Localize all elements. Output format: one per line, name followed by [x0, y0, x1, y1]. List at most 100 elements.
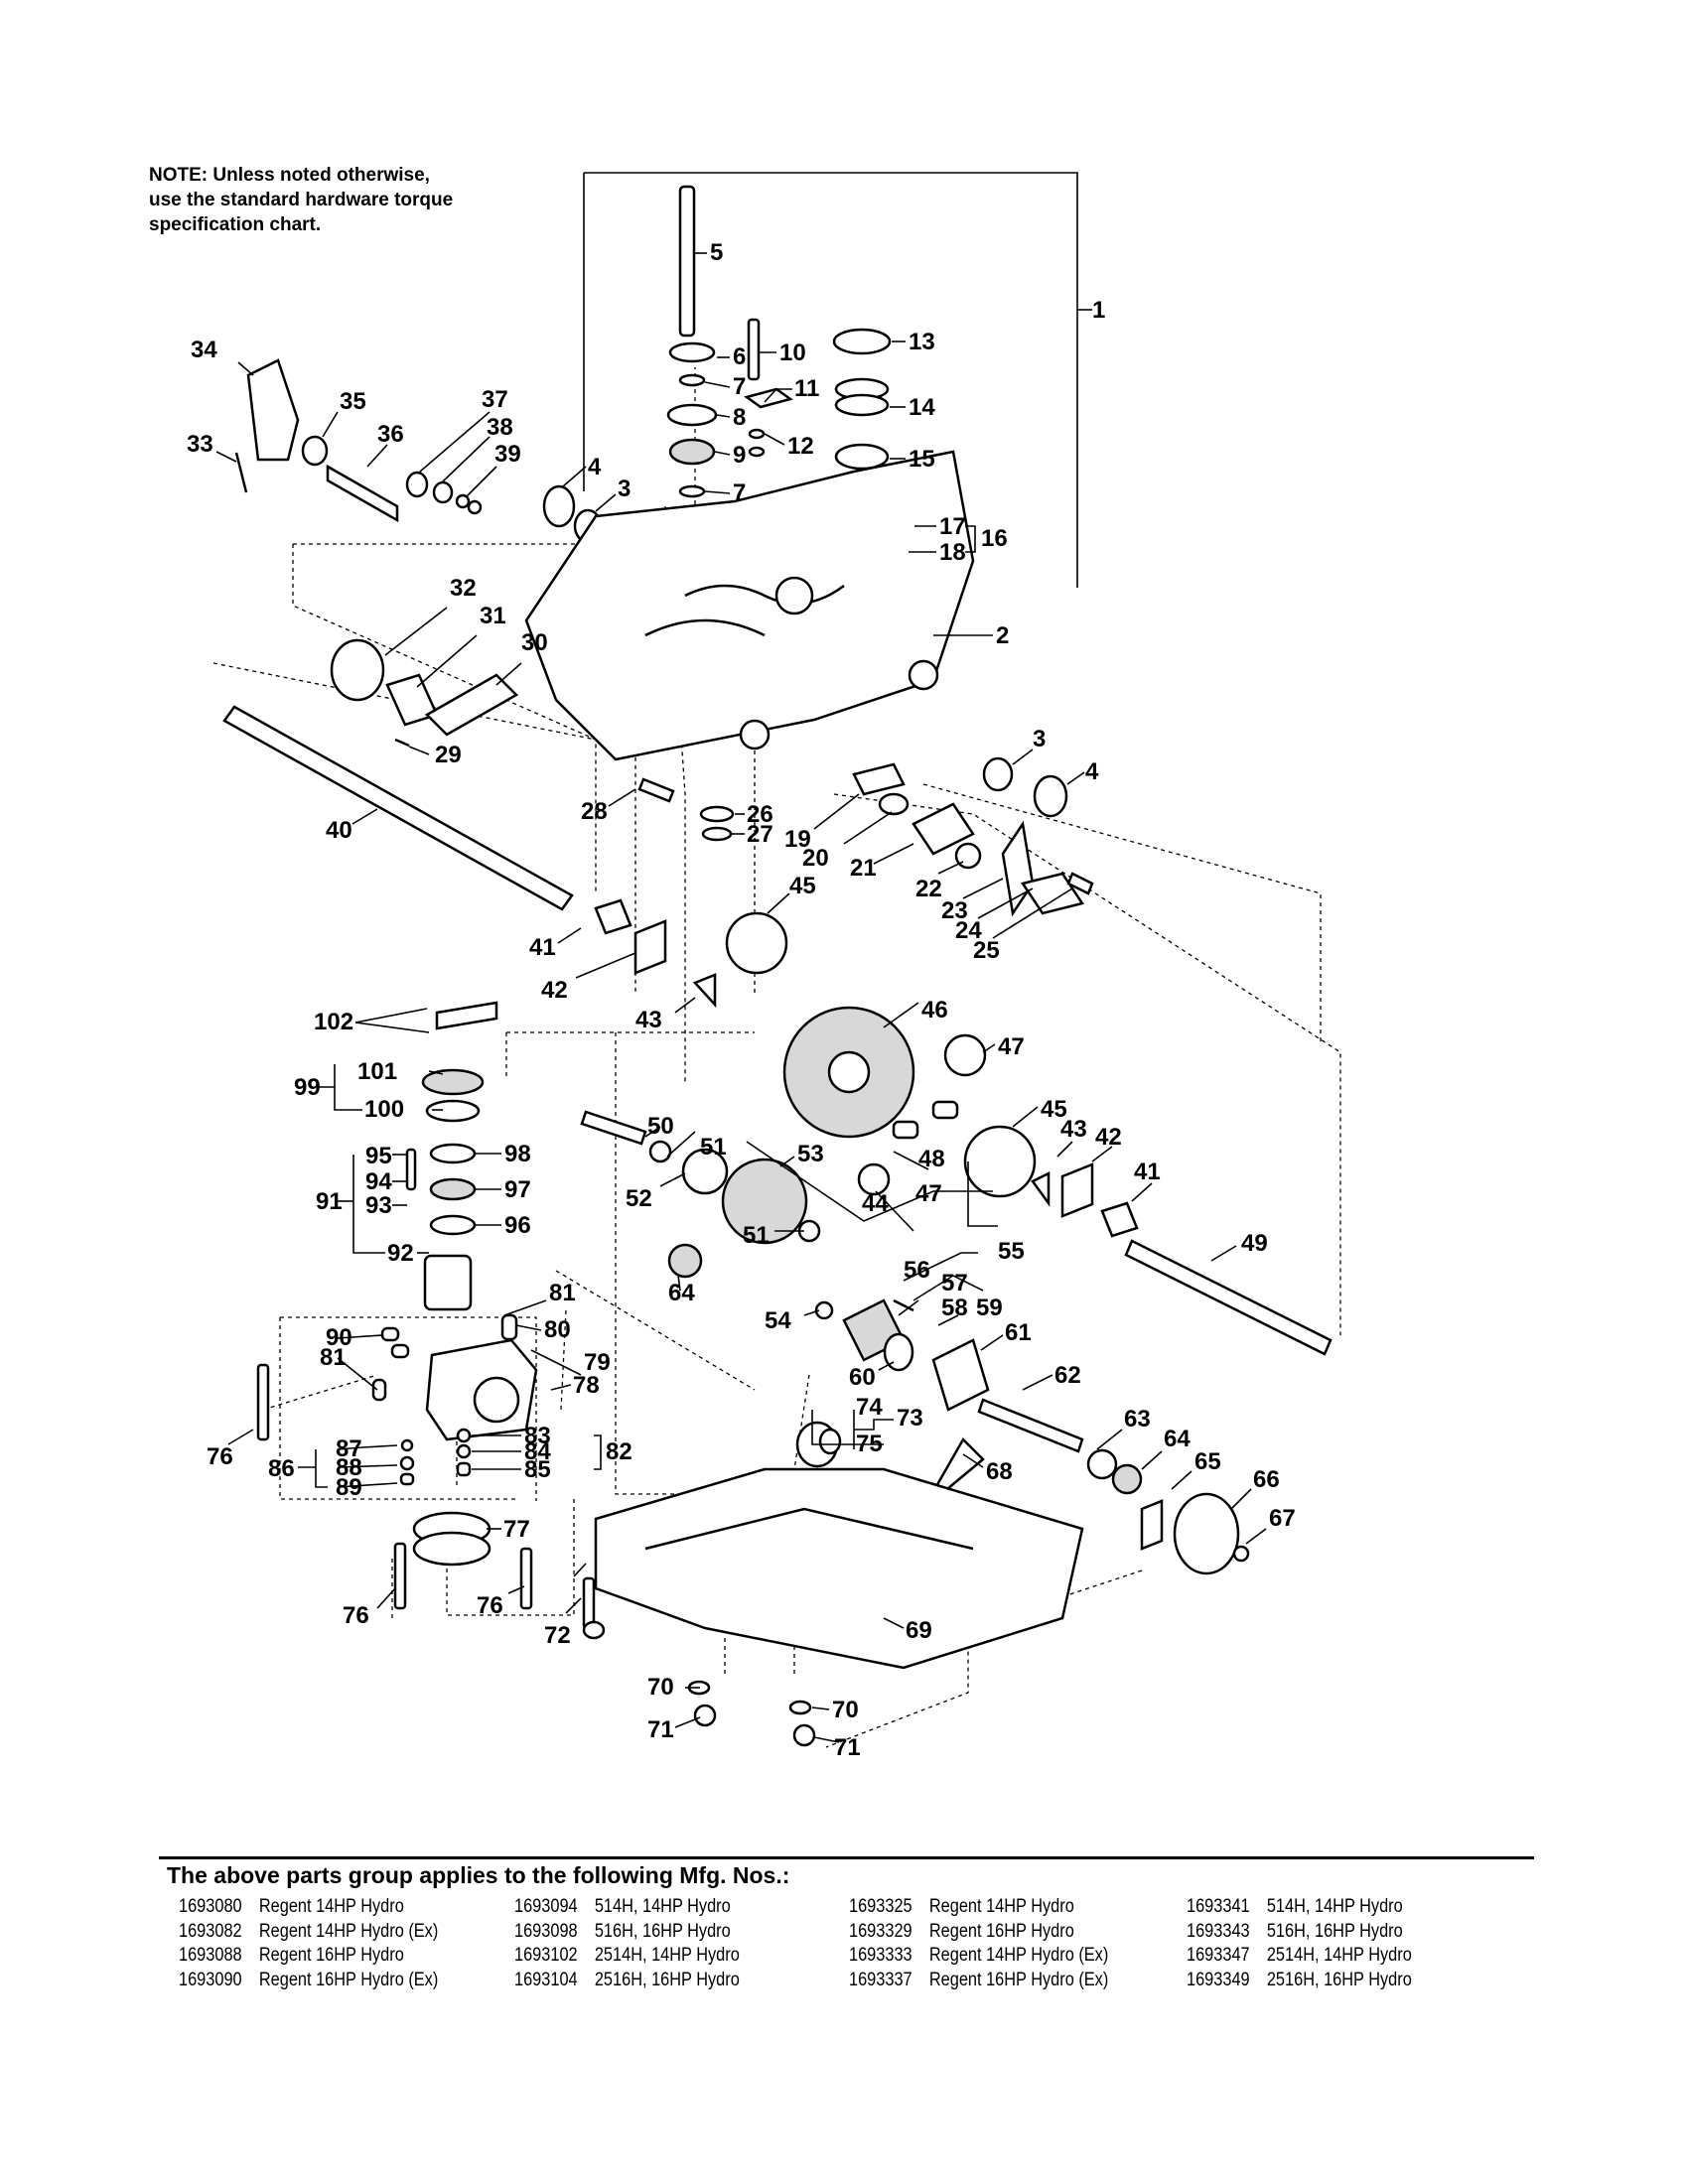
- callout-79: 79: [584, 1349, 611, 1376]
- callout-82: 82: [606, 1438, 632, 1465]
- callout-46: 46: [921, 997, 948, 1024]
- callout-95: 95: [365, 1143, 392, 1169]
- exploded-parts-diagram: 1 2 3 3 4 4 5 6 7 7 8 9 10 11 12 13 14 1…: [187, 172, 1341, 1761]
- callout-20: 20: [802, 845, 829, 872]
- callout-4: 4: [1085, 758, 1099, 785]
- mfg-number: 1693347: [1187, 1945, 1250, 1966]
- mfg-number: 1693090: [179, 1969, 242, 1990]
- callout-52: 52: [626, 1185, 652, 1212]
- torque-note: NOTE: Unless noted otherwise, use the st…: [149, 163, 566, 237]
- callout-71: 71: [834, 1734, 861, 1761]
- callout-labels: 1 2 3 3 4 4 5 6 7 7 8 9 10 11 12 13 14 1…: [187, 239, 1296, 1761]
- callout-27: 27: [747, 821, 773, 848]
- callout-61: 61: [1005, 1319, 1032, 1346]
- callout-76: 76: [207, 1443, 233, 1470]
- callout-13: 13: [909, 329, 935, 355]
- callout-43: 43: [635, 1007, 662, 1033]
- mfg-model: Regent 16HP Hydro (Ex): [258, 1969, 439, 1990]
- callout-3: 3: [1033, 726, 1046, 752]
- mfg-model: Regent 14HP Hydro (Ex): [928, 1945, 1109, 1966]
- callout-38: 38: [487, 414, 513, 441]
- callout-78: 78: [573, 1372, 600, 1399]
- mfg-number: 1693104: [514, 1969, 578, 1990]
- callout-16: 16: [981, 525, 1008, 552]
- mfg-model: 514H, 14HP Hydro: [1266, 1896, 1403, 1917]
- callout-92: 92: [387, 1240, 414, 1267]
- callout-71: 71: [647, 1716, 674, 1743]
- callout-59: 59: [976, 1295, 1003, 1321]
- mfg-number: 1693337: [849, 1969, 912, 1990]
- mfg-model: Regent 14HP Hydro: [928, 1896, 1074, 1917]
- mfg-model: Regent 14HP Hydro: [258, 1896, 404, 1917]
- mfg-model: Regent 16HP Hydro: [928, 1920, 1074, 1942]
- callout-7: 7: [733, 479, 746, 506]
- mfg-number: 1693080: [179, 1896, 242, 1917]
- callout-75: 75: [856, 1431, 883, 1457]
- note-line: use the standard hardware torque: [149, 190, 454, 210]
- callout-26: 26: [747, 801, 773, 828]
- callout-35: 35: [340, 388, 366, 415]
- callout-68: 68: [986, 1458, 1013, 1485]
- callout-47: 47: [998, 1033, 1025, 1060]
- note-line: NOTE: Unless noted otherwise,: [149, 165, 430, 186]
- callout-29: 29: [435, 742, 462, 768]
- callout-17: 17: [939, 513, 966, 540]
- callout-60: 60: [849, 1364, 876, 1391]
- callout-67: 67: [1269, 1505, 1296, 1532]
- callout-42: 42: [1095, 1124, 1122, 1151]
- callout-12: 12: [787, 433, 814, 460]
- callout-41: 41: [1134, 1159, 1161, 1185]
- callout-44: 44: [862, 1190, 889, 1217]
- callout-43: 43: [1060, 1116, 1087, 1143]
- mfg-number: 1693088: [179, 1945, 242, 1966]
- callout-31: 31: [480, 603, 506, 629]
- callout-101: 101: [357, 1058, 397, 1085]
- mfg-model: Regent 16HP Hydro: [258, 1945, 404, 1966]
- callout-99: 99: [294, 1074, 321, 1101]
- callout-72: 72: [544, 1622, 571, 1649]
- callout-48: 48: [918, 1146, 945, 1172]
- callout-14: 14: [909, 394, 935, 421]
- mfg-number: 1693343: [1187, 1920, 1250, 1942]
- callout-91: 91: [316, 1188, 343, 1215]
- callout-62: 62: [1054, 1362, 1081, 1389]
- callout-58: 58: [941, 1295, 968, 1321]
- callout-18: 18: [939, 539, 966, 566]
- callout-25: 25: [973, 937, 1000, 964]
- leader-lines: [215, 252, 1267, 1743]
- callout-19: 19: [784, 826, 811, 853]
- callout-54: 54: [765, 1307, 791, 1334]
- callout-57: 57: [941, 1270, 968, 1297]
- callout-73: 73: [897, 1405, 923, 1432]
- callout-64: 64: [1164, 1426, 1191, 1452]
- callout-69: 69: [906, 1617, 932, 1644]
- mfg-model: 2516H, 16HP Hydro: [1266, 1969, 1412, 1990]
- callout-32: 32: [450, 575, 477, 602]
- callout-23: 23: [941, 897, 968, 924]
- callout-70: 70: [647, 1674, 674, 1701]
- mfg-number: 1693349: [1187, 1969, 1250, 1990]
- section-divider: [159, 1856, 1534, 1859]
- callout-84: 84: [524, 1438, 551, 1465]
- callout-70: 70: [832, 1697, 859, 1723]
- mfg-row: 1693080 Regent 14HP Hydro: [179, 1896, 469, 1921]
- callout-94: 94: [365, 1168, 392, 1195]
- callout-102: 102: [314, 1009, 353, 1035]
- callout-64: 64: [668, 1280, 695, 1306]
- mfg-row: 1693088 Regent 16HP Hydro: [179, 1945, 469, 1970]
- callout-81: 81: [549, 1280, 576, 1306]
- callout-6: 6: [733, 343, 746, 370]
- callout-24: 24: [955, 917, 982, 944]
- callout-45: 45: [789, 873, 816, 899]
- callout-34: 34: [191, 337, 217, 363]
- callout-33: 33: [187, 431, 213, 458]
- mfg-model: Regent 14HP Hydro (Ex): [258, 1920, 439, 1942]
